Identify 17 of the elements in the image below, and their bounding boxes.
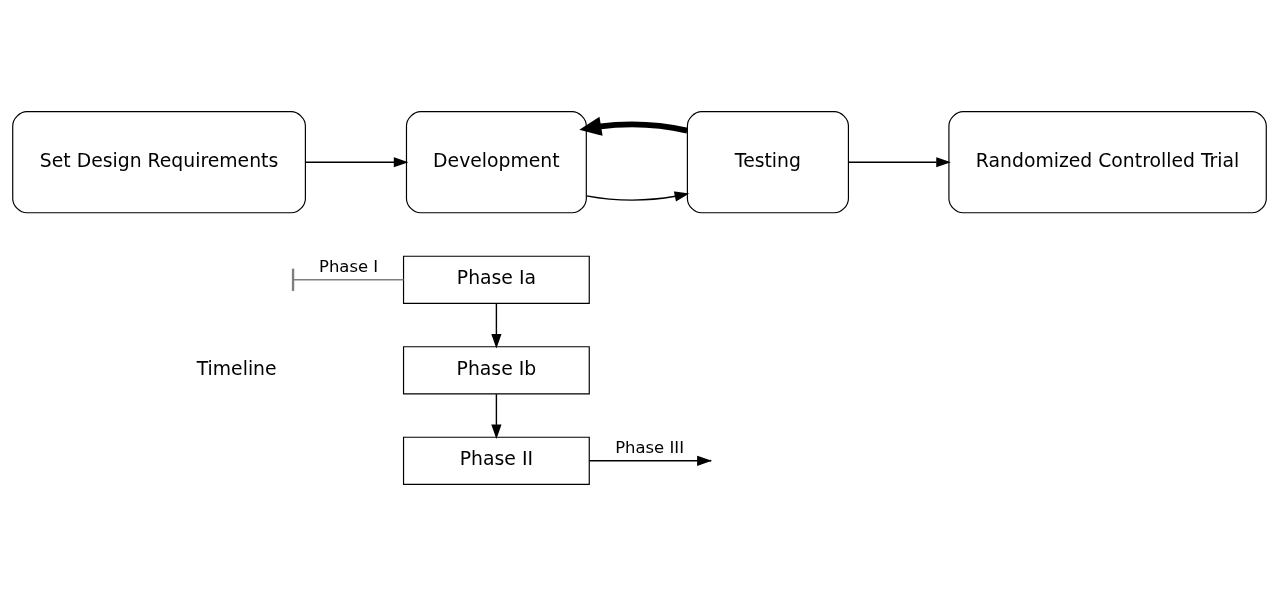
connector xyxy=(293,279,405,281)
node-box: Phase Ib xyxy=(402,346,590,395)
arrow xyxy=(585,191,690,202)
node-box: Development xyxy=(405,111,587,214)
arrow xyxy=(491,393,502,440)
node-box: Testing xyxy=(686,111,849,214)
node-box: Randomized Controlled Trial xyxy=(948,111,1267,214)
node-box: Phase II xyxy=(402,436,590,485)
label: Timeline xyxy=(196,357,277,379)
edge-label: Phase III xyxy=(615,437,684,457)
edge-label: Phase I xyxy=(319,256,379,276)
node-box: Set Design Requirements xyxy=(12,111,306,214)
node-box: Phase Ia xyxy=(402,255,590,304)
arrow xyxy=(579,116,688,136)
arrow xyxy=(491,302,502,349)
arrow xyxy=(304,157,409,168)
arrow xyxy=(847,157,951,168)
